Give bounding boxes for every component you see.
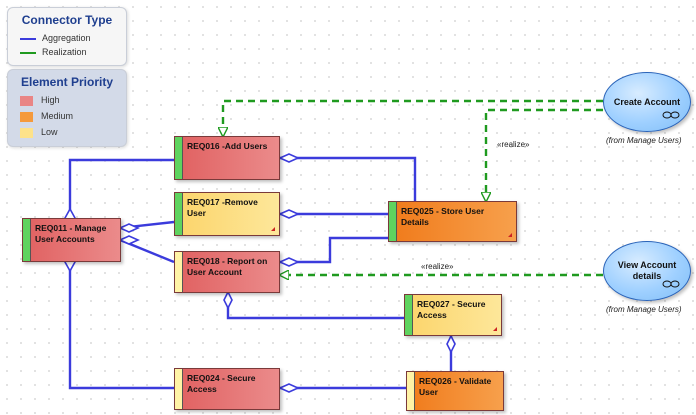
aggregation-line[interactable] — [280, 236, 388, 264]
usecase-link-icon — [662, 111, 680, 119]
legend-label: Aggregation — [42, 33, 91, 43]
legend-label: Low — [41, 127, 58, 137]
aggregation-line[interactable] — [68, 158, 174, 218]
legend-item-aggregation: Aggregation — [20, 33, 91, 43]
realize-stereotype-label: «realize» — [497, 140, 530, 149]
status-bar — [389, 202, 397, 241]
requirement-req026[interactable]: REQ026 - Validate User — [406, 371, 504, 411]
usecase-origin-note: (from Manage Users) — [606, 305, 682, 314]
requirement-name: REQ011 - Manage User Accounts — [35, 223, 107, 244]
realization-swatch — [20, 51, 36, 54]
status-bar — [405, 295, 413, 335]
requirement-name: REQ017 -Remove User — [187, 197, 258, 218]
connector-type-legend: Connector Type Aggregation Realization — [7, 7, 127, 66]
usecase-create-account[interactable]: Create Account — [603, 72, 691, 132]
legend-label: High — [41, 95, 60, 105]
legend-item-realization: Realization — [20, 47, 87, 57]
legend-label: Realization — [42, 47, 87, 57]
realize-stereotype-label: «realize» — [421, 262, 454, 271]
aggregation-diamond — [118, 235, 140, 245]
aggregation-diamond — [278, 257, 300, 267]
aggregation-diamond — [278, 209, 300, 219]
usecase-link-icon — [662, 280, 680, 288]
aggregation-diamond — [223, 290, 233, 310]
requirement-name: REQ018 - Report on User Account — [187, 256, 268, 277]
requirement-name: REQ027 - Secure Access — [417, 299, 486, 320]
requirement-req027[interactable]: REQ027 - Secure Access — [404, 294, 502, 336]
requirement-req024[interactable]: REQ024 - Secure Access — [174, 368, 280, 410]
aggregation-diamond — [446, 334, 456, 354]
low-swatch — [20, 127, 33, 138]
status-bar — [175, 137, 183, 179]
aggregation-diamond — [278, 383, 300, 393]
requirement-req016[interactable]: REQ016 -Add Users — [174, 136, 280, 180]
warning-flag-icon — [508, 233, 512, 237]
usecase-name: View Account details — [617, 260, 677, 281]
legend-title: Connector Type — [21, 13, 113, 27]
requirement-name: REQ016 -Add Users — [187, 141, 268, 151]
requirement-req017[interactable]: REQ017 -Remove User — [174, 192, 280, 236]
element-priority-legend: Element Priority High Medium Low — [7, 69, 127, 147]
aggregation-line[interactable] — [68, 262, 174, 390]
requirement-req018[interactable]: REQ018 - Report on User Account — [174, 251, 280, 293]
legend-title: Element Priority — [20, 75, 114, 89]
usecase-origin-note: (from Manage Users) — [606, 136, 682, 145]
status-bar — [407, 372, 415, 410]
requirement-req025[interactable]: REQ025 - Store User Details — [388, 201, 517, 242]
status-bar — [175, 252, 183, 292]
legend-item-high: High — [20, 95, 60, 106]
legend-item-low: Low — [20, 127, 58, 138]
usecase-name: Create Account — [613, 97, 681, 107]
legend-label: Medium — [41, 111, 74, 121]
realization-line[interactable] — [486, 108, 603, 201]
high-swatch — [20, 95, 33, 106]
aggregation-diamond — [278, 153, 300, 163]
warning-flag-icon — [271, 227, 275, 231]
warning-flag-icon — [493, 327, 497, 331]
aggregation-line[interactable] — [226, 292, 404, 320]
requirement-name: REQ026 - Validate User — [419, 376, 492, 397]
realization-line[interactable] — [223, 99, 603, 136]
status-bar — [175, 193, 183, 235]
legend-item-medium: Medium — [20, 111, 73, 122]
usecase-view-account-details[interactable]: View Account details — [603, 241, 691, 301]
requirement-name: REQ024 - Secure Access — [187, 373, 256, 394]
aggregation-diamond — [118, 223, 140, 233]
aggregation-line[interactable] — [280, 156, 417, 201]
requirement-req011[interactable]: REQ011 - Manage User Accounts — [22, 218, 121, 262]
status-bar — [175, 369, 183, 409]
aggregation-swatch — [20, 37, 36, 40]
medium-swatch — [20, 111, 33, 122]
status-bar — [23, 219, 31, 261]
requirement-name: REQ025 - Store User Details — [401, 206, 485, 227]
